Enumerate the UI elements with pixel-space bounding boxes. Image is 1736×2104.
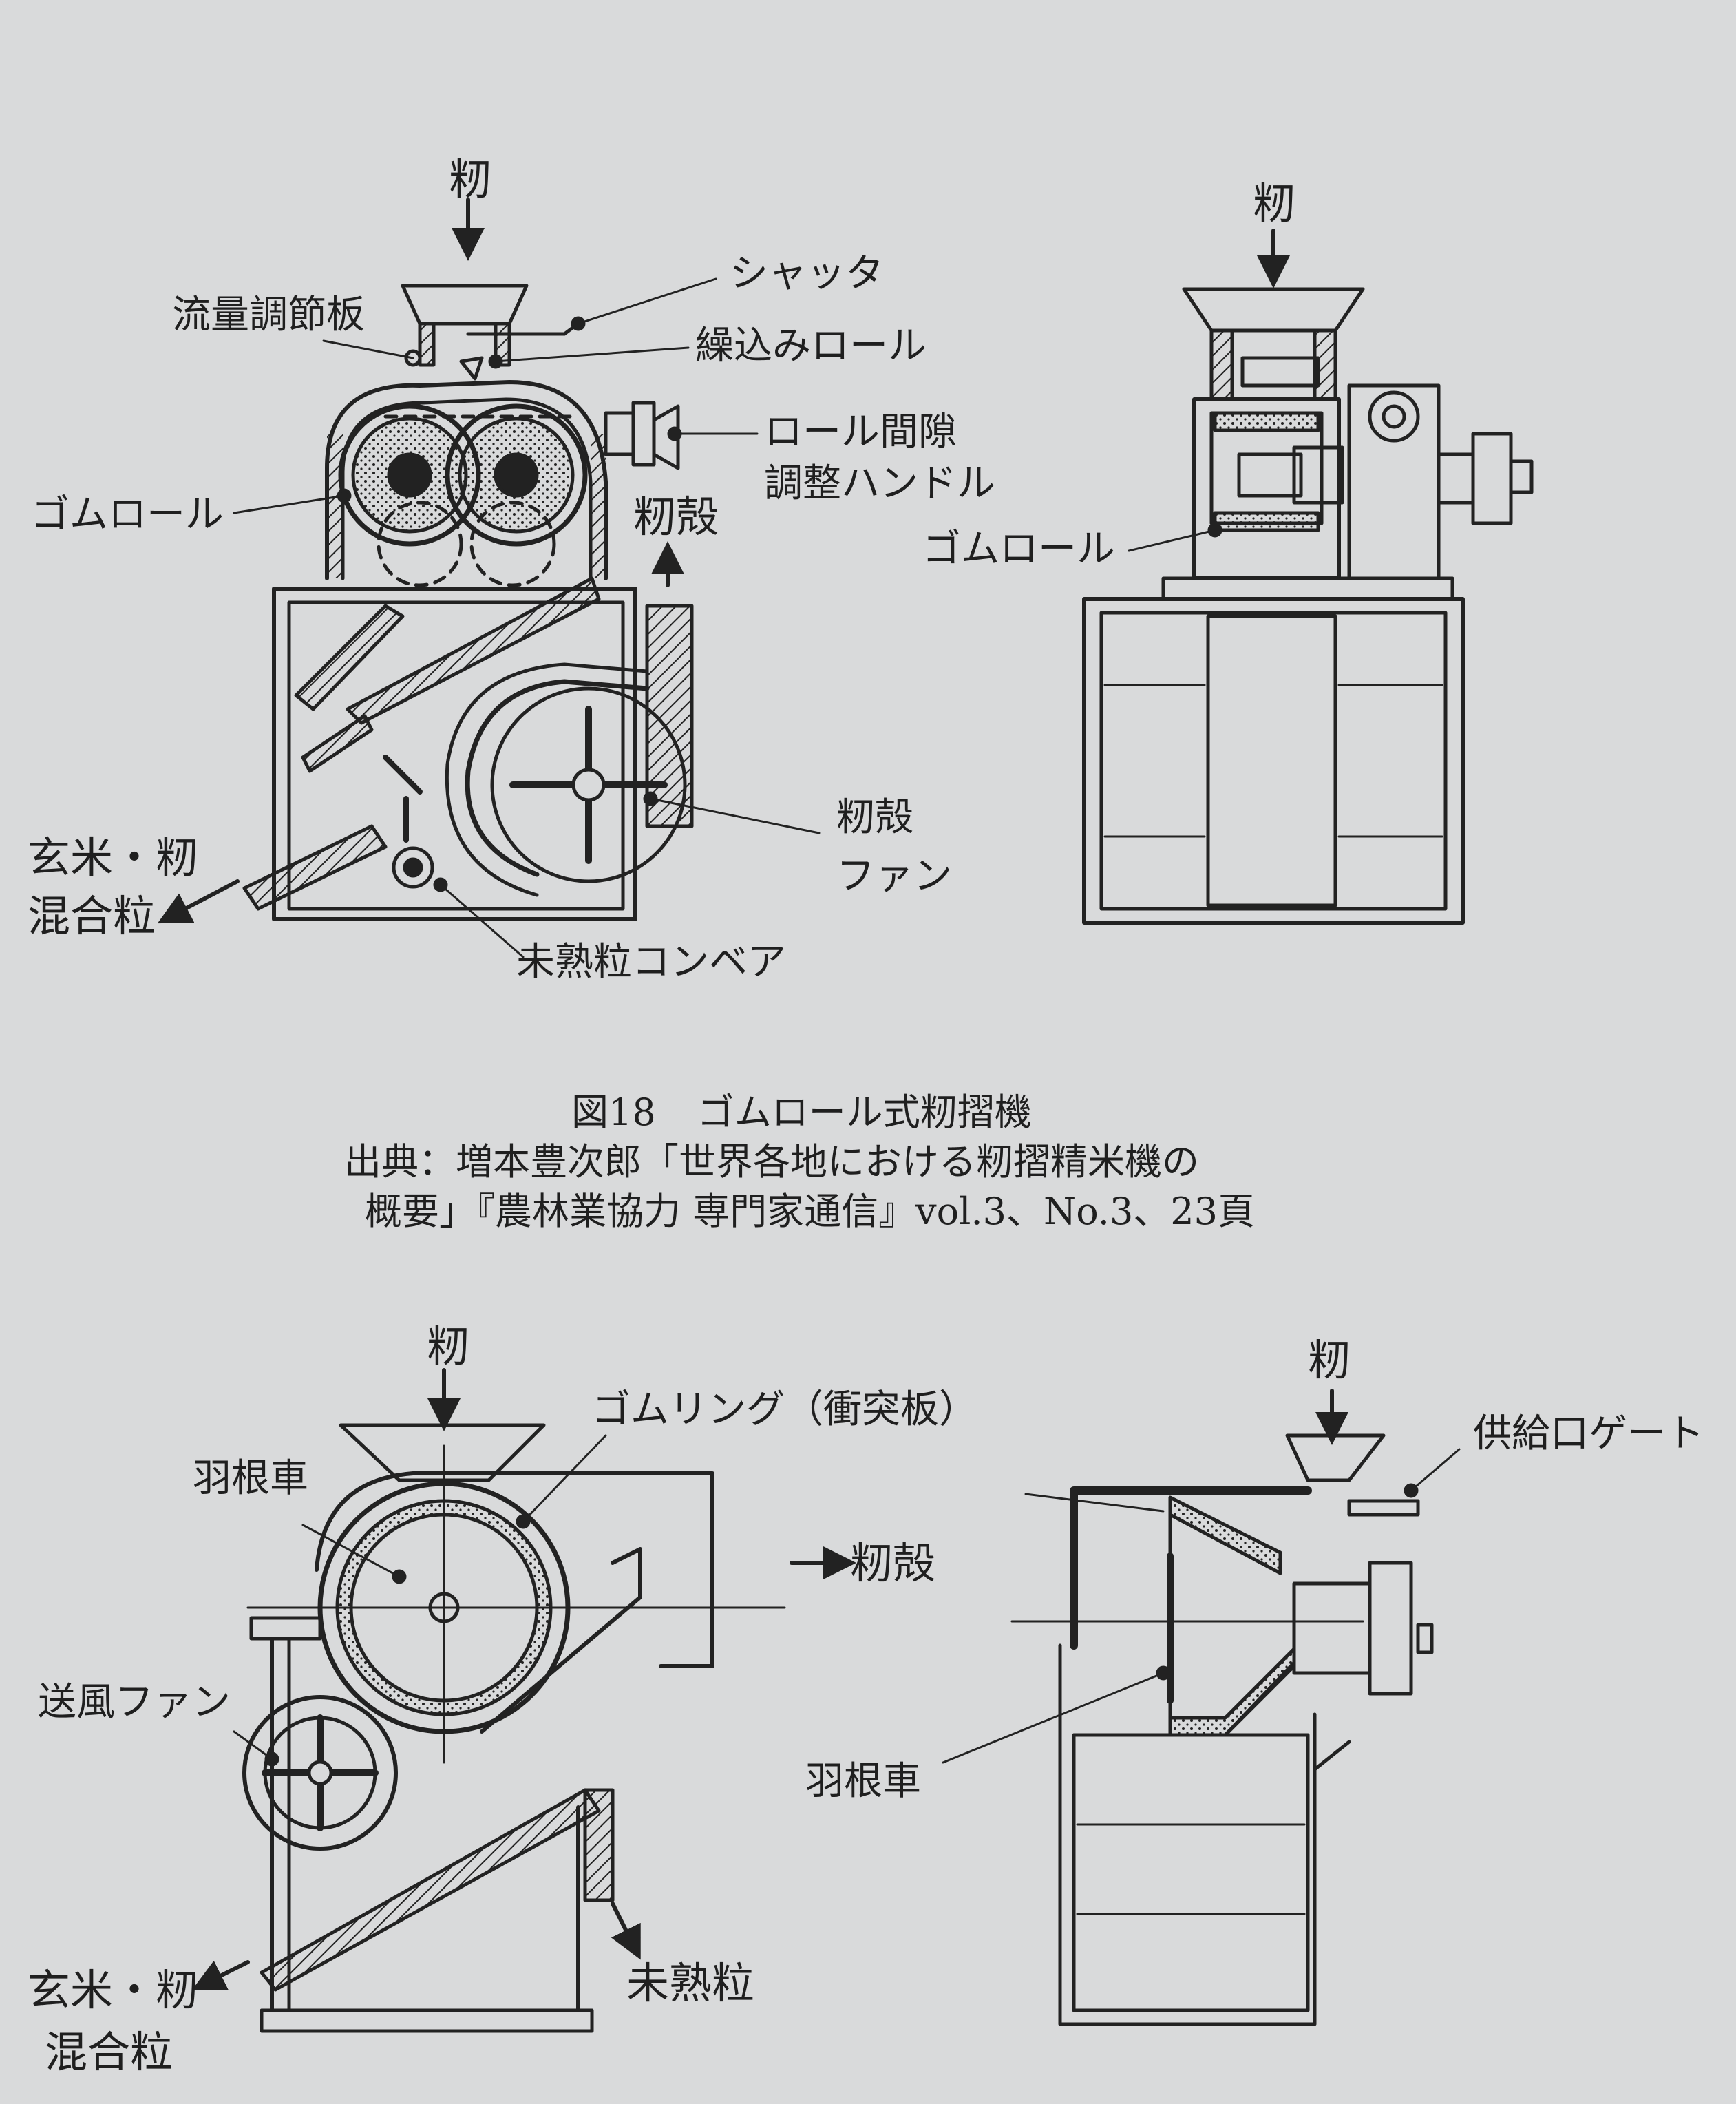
caption-title-line: 図18 ゴムロール式籾摺機 (330, 1088, 1363, 1137)
bottom-left-impeller-label: 羽根車 (193, 1456, 308, 1501)
shutter-label: シャッタ (730, 251, 884, 296)
fig18-husk-out-label: 籾殻 (633, 492, 719, 542)
bottom-mix-out-label-line2: 混合粒 (45, 2027, 173, 2077)
figure-caption: 図18 ゴムロール式籾摺機 出典：増本豊次郎「世界各地における籾摺精米機の 概要」… (330, 1088, 1363, 1237)
bottom-mix-out-label-line1: 玄米・籾 (28, 1965, 199, 2015)
caption-source-line1: 出典：増本豊次郎「世界各地における籾摺精米機の (344, 1140, 1199, 1184)
bottom-right-machine (942, 1389, 1461, 2026)
blower-fan-label: 送風ファン (38, 1680, 231, 1725)
bottom-husk-out-label: 籾殻 (850, 1538, 936, 1588)
feed-gate-label: 供給口ゲート (1473, 1411, 1704, 1456)
fig18-mix-out-label-line2: 混合粒 (28, 891, 156, 941)
caption-source-line2: 概要」『農林業協力 専門家通信』vol.3、No.3、23頁 (365, 1190, 1256, 1233)
caption-number: 図18 (571, 1091, 656, 1134)
fig18-mix-out-label-line1: 玄米・籾 (28, 832, 199, 883)
husk-fan-label-line1: 籾殻 (836, 795, 913, 840)
immature-grain-label: 未熟粒 (626, 1958, 755, 2008)
fig18-left-inlet-label: 籾 (449, 154, 492, 204)
conveyor-label: 未熟粒コンベア (516, 940, 786, 985)
flow-plate-label: 流量調節板 (172, 293, 365, 337)
husk-fan-label-line2: ファン (836, 854, 952, 898)
gap-handle-label-line1: ロール間隙 (764, 410, 957, 454)
bottom-right-inlet-label: 籾 (1308, 1335, 1351, 1385)
rubber-ring-label: ゴムリング（衝突板） (592, 1387, 977, 1432)
fig18-right-machine (1082, 229, 1534, 925)
fig18-left-machine (157, 198, 821, 958)
fig18-left-rubber-roll-label: ゴムロール (31, 492, 224, 537)
caption-title: ゴムロール式籾摺機 (697, 1091, 1032, 1134)
feed-roll-label: 繰込みロール (695, 324, 927, 368)
bottom-right-impeller-label: 羽根車 (805, 1759, 921, 1804)
fig18-right-rubber-roll-label: ゴムロール (922, 527, 1115, 571)
gap-handle-label-line2: 調整ハンドル (764, 461, 995, 506)
bottom-left-inlet-label: 籾 (427, 1321, 470, 1371)
fig18-right-inlet-label: 籾 (1253, 178, 1296, 229)
bottom-left-machine (191, 1368, 856, 2033)
